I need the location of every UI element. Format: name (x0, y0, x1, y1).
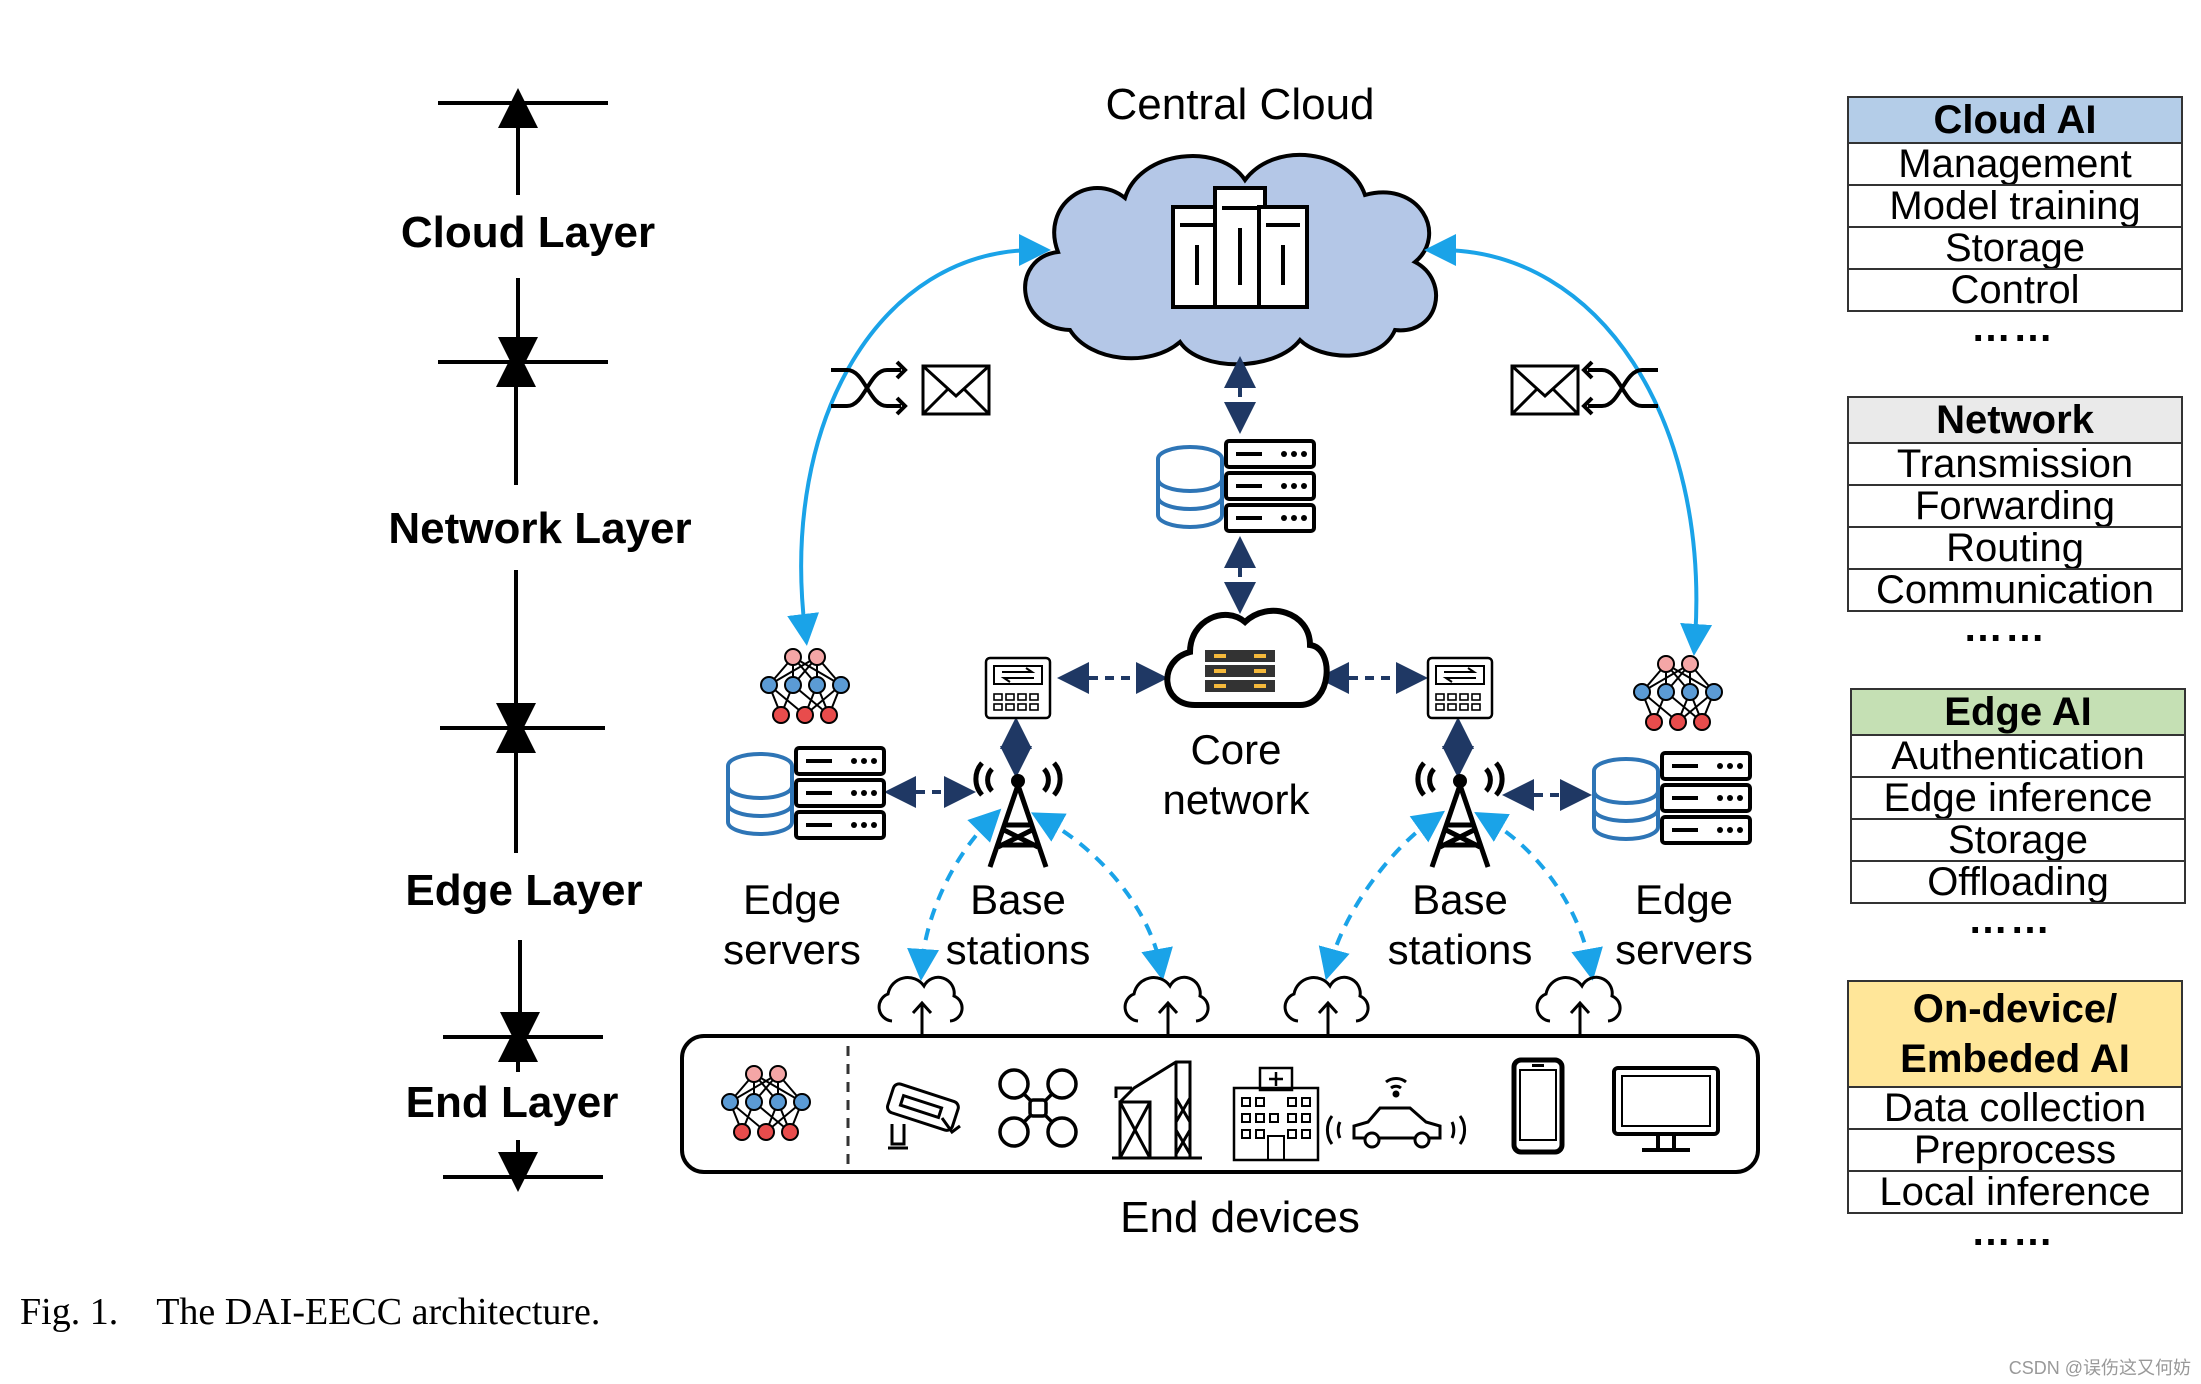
end-devices-box (680, 1034, 1760, 1174)
left-edge-servers-line-1: Edge (742, 876, 842, 923)
monitor-icon (1612, 1066, 1720, 1152)
router-switch-icon (984, 656, 1052, 720)
network-item: Routing (1849, 528, 2181, 570)
figure-caption-label: Fig. 1. (20, 1291, 119, 1333)
navy-dashed-links (884, 356, 1592, 811)
server-rack-icon (1171, 186, 1309, 309)
cloud-upload-icon (1283, 975, 1370, 1037)
network-header: Network (1849, 398, 2181, 444)
end-devices-label: End devices (1120, 1193, 1360, 1242)
left-base-stations-label: Base stations (946, 875, 1091, 975)
neural-network-icon (760, 648, 850, 724)
edge-layer-label: Edge Layer (401, 866, 647, 916)
network-layer-label: Network Layer (384, 504, 696, 554)
edge-ai-item: Edge inference (1852, 778, 2184, 820)
drone-icon (998, 1068, 1078, 1148)
cloud-ai-item: Storage (1849, 228, 2181, 270)
network-item: Transmission (1849, 444, 2181, 486)
core-network-line-2: network (1162, 776, 1310, 823)
cloud-upload-icon (1123, 975, 1210, 1037)
cloud-edge-links (787, 234, 1713, 656)
device-ai-header-line-2: Embeded AI (1900, 1037, 2130, 1081)
cloud-ai-item: Management (1849, 144, 2181, 186)
edge-ai-more: …… (1968, 898, 2052, 942)
edge-ai-item: Authentication (1852, 736, 2184, 778)
cloud-ai-item: Control (1950, 270, 2080, 310)
network-panel: Network Transmission Forwarding Routing … (1847, 396, 2183, 612)
neural-network-icon (1633, 655, 1723, 731)
left-base-stations-line-2: stations (945, 926, 1091, 973)
hospital-icon (1232, 1066, 1320, 1162)
device-ai-more: …… (1971, 1210, 2055, 1254)
cloud-layer-label: Cloud Layer (396, 208, 660, 258)
figure-caption-text: The DAI-EECC architecture. (156, 1291, 601, 1333)
device-ai-item: Local inference (1879, 1172, 2151, 1212)
cloud-ai-panel: Cloud AI Management Model training Stora… (1847, 96, 2183, 312)
cell-tower-icon (976, 763, 1060, 867)
cloud-upload-icon (1535, 975, 1622, 1037)
left-edge-servers-label: Edge servers (723, 875, 861, 975)
right-base-stations-line-1: Base (1412, 876, 1508, 923)
end-layer-label: End Layer (401, 1078, 623, 1128)
edge-ai-header: Edge AI (1852, 690, 2184, 736)
figure-caption: Fig. 1. The DAI-EECC architecture. (20, 1290, 638, 1334)
core-network-line-1: Core (1190, 726, 1282, 773)
left-edge-servers-line-2: servers (723, 926, 861, 973)
cloud-ai-header: Cloud AI (1849, 98, 2181, 144)
core-network-label: Core network (1162, 725, 1309, 825)
network-item: Communication (1876, 570, 2154, 610)
database-icon (1156, 439, 1316, 533)
right-edge-servers-line-2: servers (1615, 926, 1753, 973)
core-network-icon (1164, 607, 1330, 708)
central-cloud-title: Central Cloud (1105, 80, 1375, 129)
server-stack-icon (1592, 751, 1752, 845)
right-edge-servers-label: Edge servers (1615, 875, 1753, 975)
layer-axis (438, 88, 608, 1192)
device-ai-header-line-1: On-device/ (1912, 987, 2118, 1031)
cloud-ai-item: Model training (1849, 186, 2181, 228)
industrial-crane-icon (1112, 1060, 1202, 1160)
network-more: …… (1963, 606, 2047, 650)
network-item: Forwarding (1849, 486, 2181, 528)
wireless-links (907, 808, 1603, 981)
edge-ai-item: Offloading (1927, 862, 2109, 902)
cell-tower-icon (1418, 763, 1502, 867)
right-base-stations-label: Base stations (1388, 875, 1533, 975)
cloud-ai-more: …… (1971, 306, 2055, 350)
envelope-icon (921, 364, 991, 416)
watermark: CSDN @误伤这又何妨 (2008, 1358, 2191, 1378)
edge-ai-panel: Edge AI Authentication Edge inference St… (1850, 688, 2186, 904)
router-switch-icon (1426, 656, 1494, 720)
left-base-stations-line-1: Base (970, 876, 1066, 923)
connected-car-icon (1325, 1077, 1467, 1149)
right-base-stations-line-2: stations (1387, 926, 1533, 973)
edge-ai-item: Storage (1852, 820, 2184, 862)
server-stack-icon (726, 746, 886, 840)
device-ai-item: Preprocess (1849, 1130, 2181, 1172)
right-edge-servers-line-1: Edge (1634, 876, 1734, 923)
device-ai-panel: On-device/ Embeded AI Data collection Pr… (1847, 980, 2183, 1214)
device-ai-header: On-device/ Embeded AI (1849, 982, 2181, 1088)
smartphone-icon (1511, 1057, 1565, 1155)
cctv-camera-icon (886, 1082, 961, 1150)
device-ai-item: Data collection (1849, 1088, 2181, 1130)
shuffle-icon (829, 360, 907, 416)
cloud-upload-icon (877, 975, 964, 1037)
envelope-icon (1510, 364, 1580, 416)
